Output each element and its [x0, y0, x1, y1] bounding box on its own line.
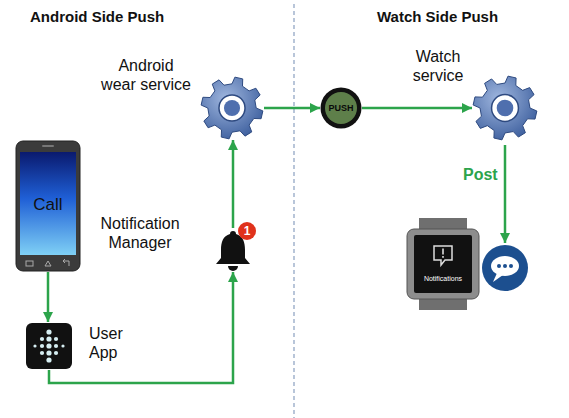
node-text: User App [89, 324, 141, 362]
gear-icon [472, 75, 538, 141]
edge-label: Post [463, 166, 498, 184]
section-heading: Watch Side Push [377, 8, 498, 25]
badge: 1 [238, 222, 256, 240]
user-app: User App [25, 322, 73, 370]
node-text: Notifications [414, 274, 472, 283]
section-heading: Android Side Push [30, 8, 164, 25]
app-icon [25, 322, 73, 370]
node-text: PUSH [320, 102, 362, 114]
notification-bell: Notification Manager1 [212, 228, 254, 272]
flow-arrow [49, 272, 233, 383]
node-text: 1 [238, 223, 256, 239]
flow-arrow [47, 272, 50, 322]
watch-service-gear: Watch service [472, 75, 538, 141]
flow-arrow [232, 140, 235, 228]
watch-icon [405, 218, 481, 310]
smartwatch: Notifications [405, 218, 481, 310]
chat-bubble-icon [482, 245, 528, 291]
node-text: Call [15, 195, 81, 214]
node-text: Notification Manager [82, 214, 198, 252]
push-circle: PUSH [320, 87, 362, 129]
node-text: Watch service [398, 47, 478, 85]
phone: Call [15, 140, 81, 272]
divider-line [293, 4, 294, 418]
flow-arrow [362, 107, 472, 110]
flow-arrow [264, 107, 320, 110]
node-text: Android wear service [100, 56, 192, 94]
post-arrow [504, 145, 507, 243]
wear-service-gear: Android wear service [200, 76, 264, 140]
gear-icon [200, 76, 264, 140]
